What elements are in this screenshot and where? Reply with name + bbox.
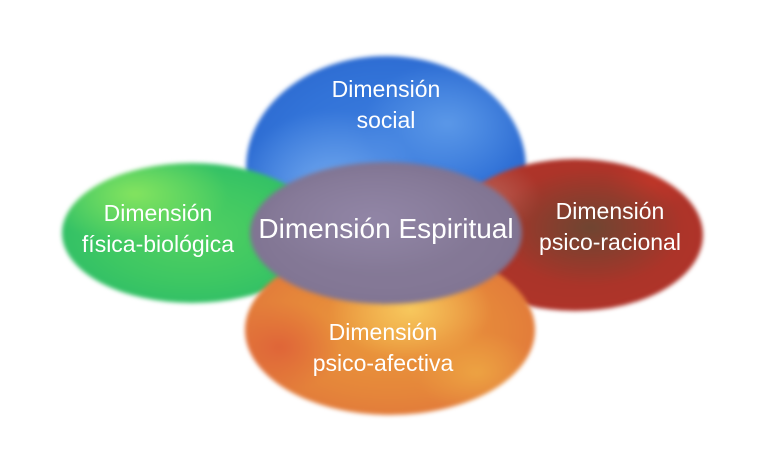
label-line: Dimensión [555,198,665,224]
label-line: Dimensión [331,76,441,102]
label-line: Dimensión [103,200,213,226]
label-line: Dimensión Espiritual [258,213,514,244]
label-dimension-social: Dimensión social [246,74,526,136]
label-line: psico-afectiva [312,350,454,376]
label-line: social [356,107,416,133]
label-dimension-fisica-biologica: Dimensión física-biológica [28,198,288,260]
label-dimension-psico-racional: Dimensión psico-racional [480,196,740,258]
ellipse-dimension-espiritual [250,162,522,304]
label-line: física-biológica [81,231,235,257]
label-dimension-psico-afectiva: Dimensión psico-afectiva [253,317,513,379]
label-dimension-espiritual: Dimensión Espiritual [250,213,522,245]
label-line: Dimensión [328,319,438,345]
label-line: psico-racional [539,229,681,255]
